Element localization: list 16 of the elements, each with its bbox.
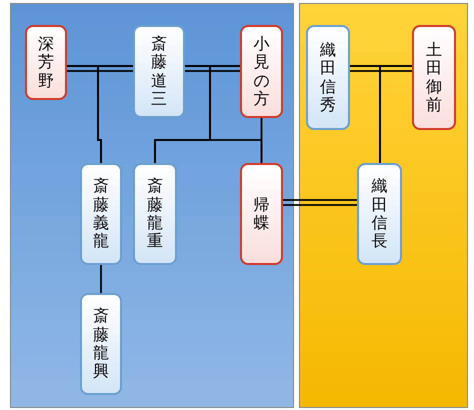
lineage-line <box>154 65 240 163</box>
person-box: 帰蝶 <box>240 163 283 265</box>
person-box: 斎藤龍重 <box>133 163 177 265</box>
person-box: 織田信秀 <box>306 25 350 130</box>
person-box: 斎藤道三 <box>133 25 185 118</box>
person-box: 斎藤義龍 <box>80 163 122 265</box>
lineage-line <box>260 118 262 163</box>
person-box: 小見の方 <box>240 25 283 118</box>
marriage-line <box>282 199 358 206</box>
person-box: 織田信長 <box>357 163 402 265</box>
lineage-line <box>97 65 133 163</box>
lineage-line <box>100 265 102 293</box>
person-box: 土田御前 <box>412 25 456 130</box>
lineage-line <box>379 65 412 163</box>
person-box: 斎藤龍興 <box>80 293 122 395</box>
person-box: 深芳野 <box>25 25 67 100</box>
